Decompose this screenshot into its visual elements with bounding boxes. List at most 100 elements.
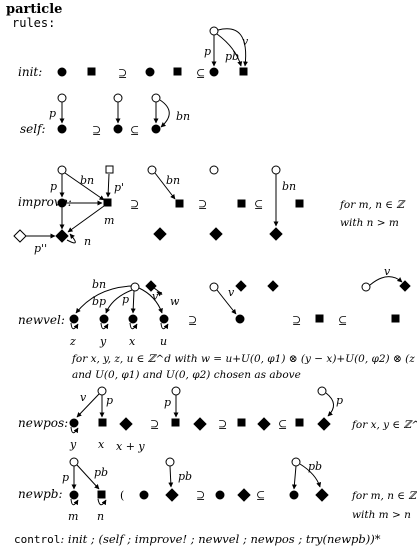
edge-label-v: v <box>80 391 87 404</box>
node-black-dot <box>128 314 138 324</box>
edge-label-p: p <box>49 107 56 120</box>
edge-label-z: z <box>69 335 76 348</box>
edge-label-v: v <box>242 35 249 48</box>
subseteq-symbol: ⊆ <box>338 314 347 327</box>
node-white-circle <box>57 165 67 175</box>
edge-label-v: v <box>152 290 159 303</box>
self-loop <box>70 322 79 330</box>
node-black-diamond <box>55 229 69 243</box>
edge-label-bn: bn <box>176 110 190 123</box>
rule-name-init: init: <box>18 65 42 79</box>
node-black-diamond <box>315 488 329 502</box>
supseteq-symbol: ⊇ <box>218 418 227 431</box>
node-black-dot <box>151 124 161 134</box>
edge-label-pb: pb <box>178 470 192 483</box>
subseteq-symbol: ⊆ <box>130 124 139 137</box>
node-white-circle <box>147 165 157 175</box>
edge-label-bn: bn <box>92 278 106 291</box>
node-black-square <box>97 490 106 499</box>
edge-bn <box>159 99 170 128</box>
rule-init: init: ⊇ ⊆ p pb v <box>18 26 249 80</box>
edge-v <box>217 28 248 67</box>
edge-label-y: y <box>69 438 77 451</box>
edge-w <box>153 287 163 297</box>
node-black-square <box>391 314 400 323</box>
edge-p <box>130 290 136 314</box>
node-black-square <box>87 67 96 76</box>
edge-label-y: y <box>99 335 107 348</box>
node-black-dot <box>57 198 67 208</box>
node-black-dot <box>57 124 67 134</box>
node-black-square <box>237 418 246 427</box>
self-loop <box>97 498 107 506</box>
supseteq-symbol: ⊇ <box>130 198 139 211</box>
node-black-dot <box>209 67 219 77</box>
supseteq-symbol: ⊇ <box>292 314 301 327</box>
edge-p <box>325 392 334 417</box>
node-white-circle <box>209 26 219 36</box>
condition-line: for m, n ∈ ℤ <box>339 199 406 211</box>
edge-pb <box>299 463 322 488</box>
subseteq-symbol: ⊆ <box>254 198 263 211</box>
node-black-dot <box>57 67 67 77</box>
edge <box>67 205 105 233</box>
node-black-diamond <box>235 280 247 292</box>
edge-label-bn: bn <box>166 174 180 187</box>
condition-line: with n > m <box>340 217 399 229</box>
self-loop <box>160 322 169 330</box>
self-loop <box>129 322 138 330</box>
control-line: control: init ; (self ; improve! ; newve… <box>14 532 381 546</box>
edge-label-p: p <box>122 293 129 306</box>
node-black-square <box>315 314 324 323</box>
edge-label-bp: bp <box>92 295 106 308</box>
node-black-dot <box>145 67 155 77</box>
node-white-circle <box>271 165 281 175</box>
node-black-square <box>103 198 112 207</box>
node-black-dot <box>113 124 123 134</box>
node-black-diamond <box>317 417 331 431</box>
node-black-dot <box>69 418 79 428</box>
edge-label-w: w <box>170 295 180 308</box>
node-black-dot <box>159 314 169 324</box>
edge-pb <box>76 464 100 490</box>
rule-name-self: self: <box>20 122 46 136</box>
edge <box>291 465 297 490</box>
edge-label-pb: pb <box>94 466 108 479</box>
node-black-square <box>237 199 246 208</box>
node-black-diamond <box>267 280 279 292</box>
supseteq-symbol: ⊇ <box>150 418 159 431</box>
edge-label-p: p <box>164 396 171 409</box>
node-black-dot <box>289 490 299 500</box>
rule-improve: improve: p bn p' m p'' n ⊇ <box>13 165 406 255</box>
node-black-diamond <box>269 227 283 241</box>
supseteq-symbol: ⊇ <box>196 489 205 502</box>
node-white-circle <box>113 93 123 103</box>
edge-bp <box>105 289 133 314</box>
control-expression: : init ; (self ; improve! ; newvel ; new… <box>60 532 381 546</box>
node-white-circle <box>361 282 371 292</box>
node-black-diamond <box>165 488 179 502</box>
edge-label-pb: pb <box>225 50 239 63</box>
edge-label-v: v <box>228 286 235 299</box>
edge-bn <box>75 285 132 314</box>
node-white-circle <box>209 165 219 175</box>
edge-label-p: p <box>204 45 211 58</box>
node-black-square <box>175 199 184 208</box>
node-white-circle <box>97 386 107 396</box>
node-black-square <box>98 418 107 427</box>
node-black-dot <box>99 314 109 324</box>
supseteq-symbol: ⊇ <box>188 314 197 327</box>
edge-label-p-double-prime: p'' <box>34 242 47 255</box>
control-keyword: control <box>14 533 61 546</box>
edge-label-n: n <box>97 510 104 523</box>
node-black-diamond <box>119 417 133 431</box>
supseteq-symbol: ( <box>120 489 124 502</box>
edge-label-v: v <box>384 265 391 278</box>
edge-label-p: p <box>62 471 69 484</box>
condition-line: with m > n <box>352 509 411 521</box>
node-black-diamond <box>209 227 223 241</box>
node-black-diamond <box>237 488 251 502</box>
page-title: particle <box>6 2 63 17</box>
edge-label-p-prime: p' <box>114 181 124 194</box>
